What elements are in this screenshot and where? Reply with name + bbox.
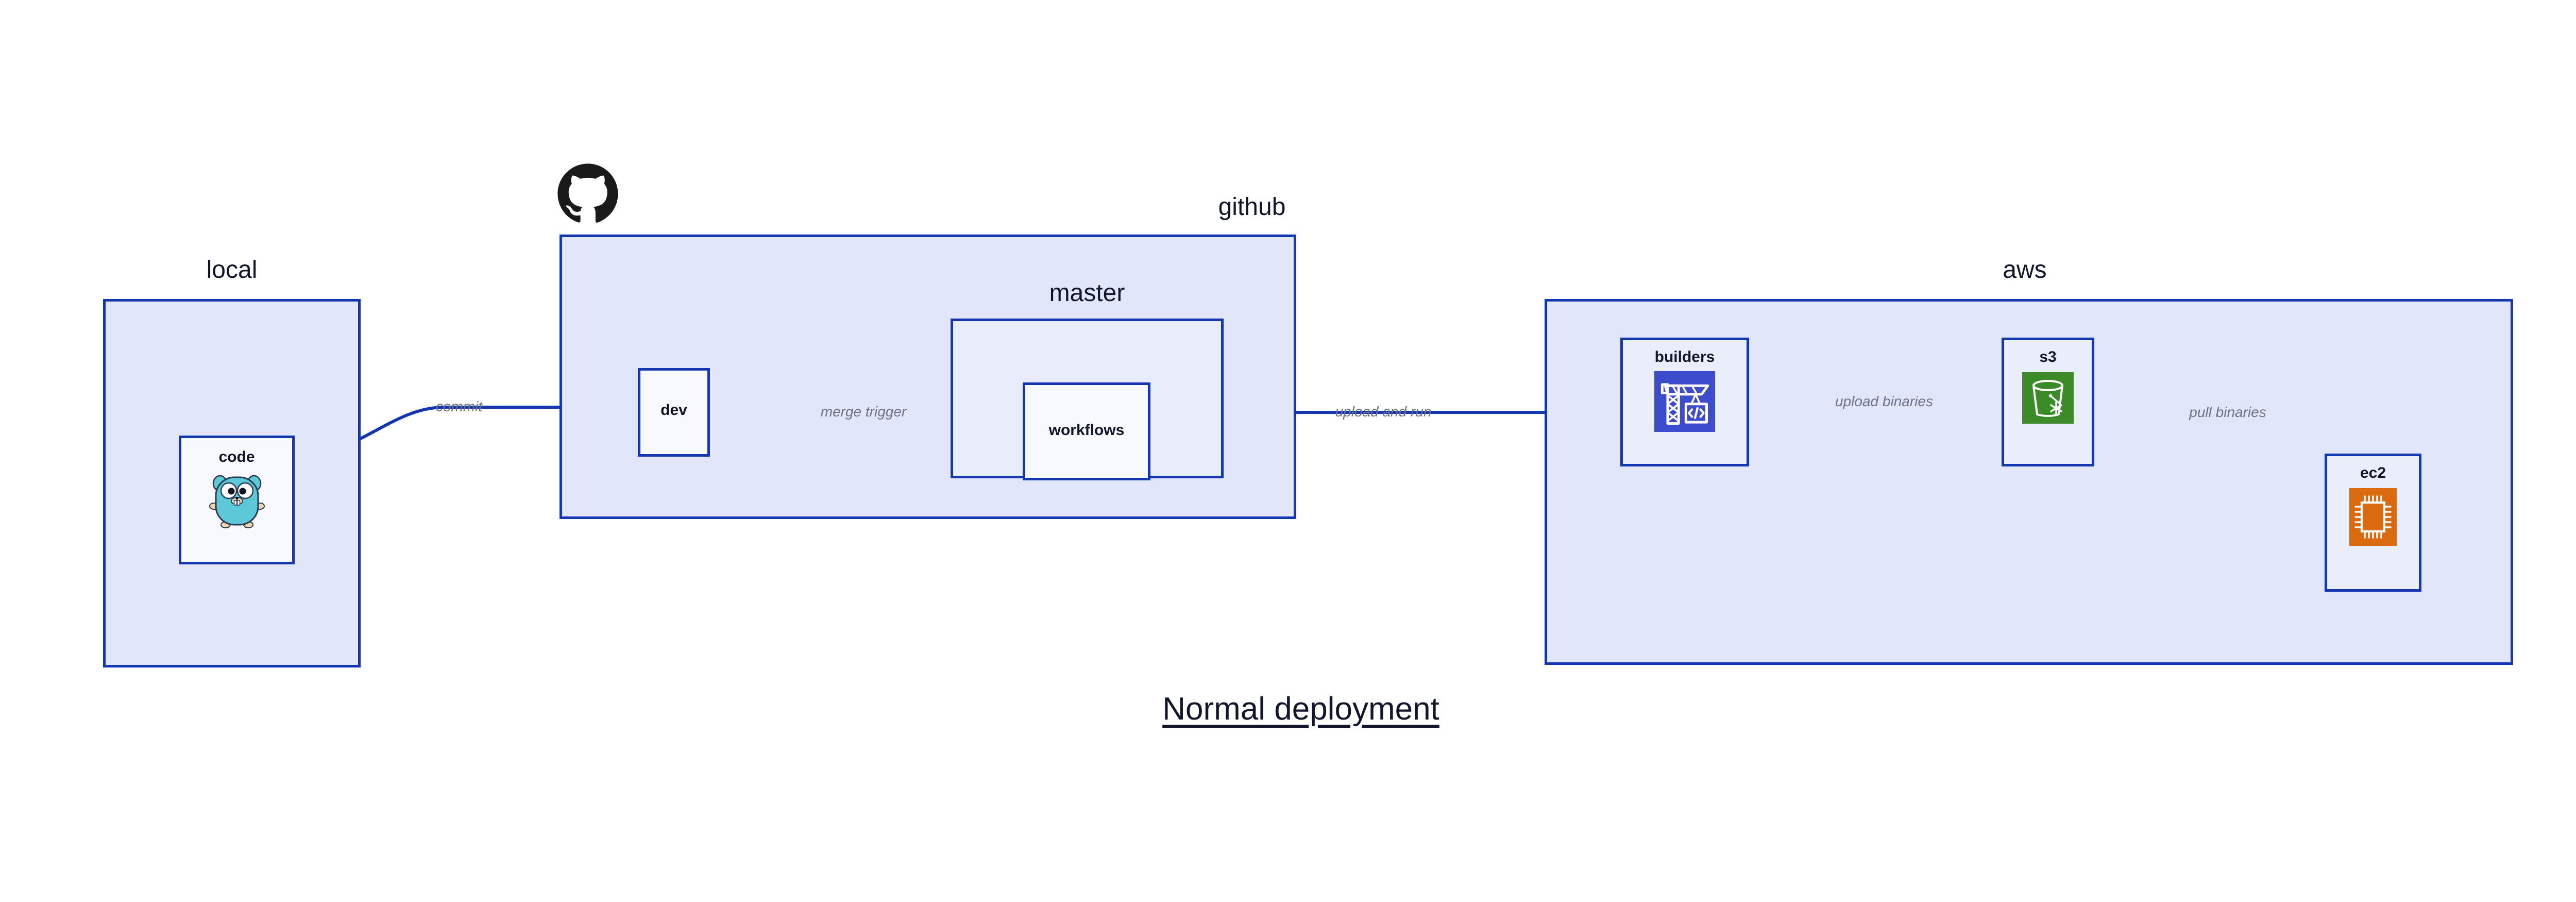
node-ec2-label: ec2 — [2360, 464, 2386, 481]
edge-label-pull-binaries: pull binaries — [2189, 404, 2266, 420]
node-builders[interactable]: builders — [1620, 338, 1749, 466]
group-local-title: local — [206, 256, 258, 283]
node-code[interactable]: code — [179, 436, 295, 564]
cpu-chip-icon — [2349, 488, 2397, 548]
github-octocat-icon — [556, 162, 619, 228]
edge-label-merge-trigger: merge trigger — [820, 404, 907, 420]
group-master-title: master — [1049, 279, 1125, 307]
node-builders-label: builders — [1654, 348, 1715, 365]
node-ec2[interactable]: ec2 — [2325, 454, 2421, 592]
node-workflows-label: workflows — [1048, 422, 1125, 439]
node-dev-label: dev — [660, 402, 687, 419]
edge-label-upload-and-run: upload and run — [1335, 404, 1432, 420]
node-s3-label: s3 — [2039, 348, 2057, 365]
node-dev[interactable]: dev — [638, 368, 710, 457]
edge-label-commit: commit — [435, 398, 483, 414]
node-s3[interactable]: s3 — [2002, 338, 2094, 466]
node-code-label: code — [218, 448, 255, 465]
group-github-title: github — [1218, 193, 1286, 221]
edge-label-upload-binaries: upload binaries — [1835, 393, 1933, 409]
node-workflows[interactable]: workflows — [1023, 382, 1150, 480]
go-gopher-icon — [209, 471, 265, 531]
s3-bucket-icon — [2022, 372, 2074, 426]
crane-code-icon — [1654, 371, 1715, 435]
group-aws-title: aws — [2003, 256, 2047, 283]
figure-caption: Normal deployment — [1162, 691, 1439, 727]
